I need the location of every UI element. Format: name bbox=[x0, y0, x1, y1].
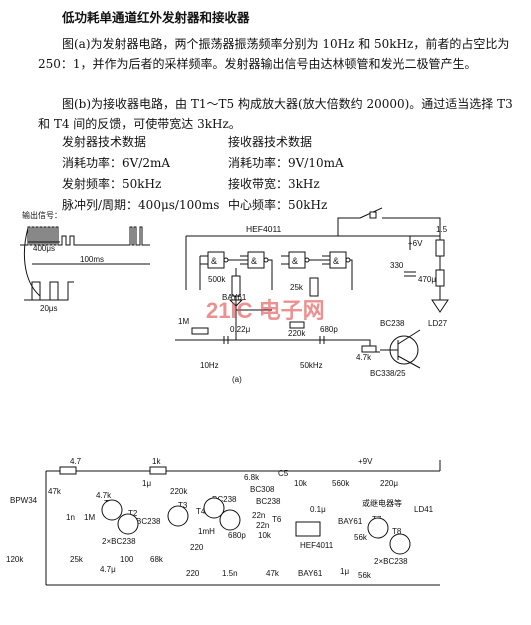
cap-22n: 22n bbox=[252, 511, 265, 520]
transistor-bc238-b: BC238 bbox=[212, 495, 237, 504]
resistor-47k: 4.7k bbox=[356, 353, 372, 362]
transmitter-diagram: 输出信号： 400μs 100ms 20μs 1.5 HEF4011 & & &… bbox=[20, 207, 449, 384]
res-47k-b: 47k bbox=[266, 569, 280, 578]
gate-symbol: & bbox=[211, 256, 217, 266]
gate-symbol: & bbox=[333, 256, 339, 266]
res-56k-a: 56k bbox=[354, 533, 368, 542]
timing-label-20us: 20μs bbox=[40, 304, 58, 313]
transistor-bc238: BC238 bbox=[380, 319, 405, 328]
cap-22n-b: 22n bbox=[256, 521, 269, 530]
transistor-bc338: BC338/25 bbox=[370, 369, 406, 378]
spec-item: 脉冲列/周期：400μs/100ms bbox=[62, 198, 220, 212]
ic-label-hef4011-a: HEF4011 bbox=[246, 224, 282, 234]
watermark: 21IC 电子网 bbox=[206, 298, 325, 323]
transmitter-specs: 发射器技术数据 消耗功率：6V/2mA 发射频率：50kHz 脉冲列/周期：40… bbox=[62, 132, 219, 216]
timing-label-400us: 400μs bbox=[33, 244, 55, 253]
timing-label-100ms: 100ms bbox=[80, 255, 104, 264]
res-4.7: 4.7 bbox=[70, 457, 82, 466]
supply-6v-label: 1.5 bbox=[436, 225, 448, 234]
spec-item: 接收带宽：3kHz bbox=[228, 177, 320, 191]
timing-waveform: 输出信号： 400μs 100ms 20μs bbox=[20, 210, 150, 313]
diode-bay61-b: BAY61 bbox=[338, 517, 363, 526]
res-120k: 120k bbox=[6, 555, 24, 564]
label-t6: T6 bbox=[272, 515, 282, 524]
receiver-specs: 接收器技术数据 消耗功率：9V/10mA 接收带宽：3kHz 中心频率：50kH… bbox=[228, 132, 344, 216]
inductor-1mh: 1mH bbox=[198, 527, 215, 536]
transistor-bc308: BC308 bbox=[250, 485, 275, 494]
resistor-25k: 25k bbox=[290, 283, 304, 292]
freq-label-10hz: 10Hz bbox=[200, 361, 219, 370]
capacitor-470u: 330 bbox=[390, 261, 404, 270]
ic-hef4011-b: HEF4011 bbox=[300, 541, 334, 550]
cap-1.5n: 1.5n bbox=[222, 569, 238, 578]
led-ld27: LD27 bbox=[428, 319, 448, 328]
label-t4: T4 bbox=[196, 507, 206, 516]
res-56k-b: 56k bbox=[358, 571, 372, 580]
transistor-2xbc238-b: 2×BC238 bbox=[374, 557, 408, 566]
diode-bay61-c: BAY61 bbox=[298, 569, 323, 578]
res-10k-b: 10k bbox=[258, 531, 272, 540]
gate-symbol: & bbox=[251, 256, 257, 266]
paragraph-transmitter: 图(a)为发射器电路，两个振荡器振荡频率分别为 10Hz 和 50kHz，前者的… bbox=[38, 37, 510, 71]
label-t2: T2 bbox=[128, 509, 138, 518]
label-t3: T3 bbox=[178, 501, 188, 510]
res-1m: 1M bbox=[84, 513, 95, 522]
cap-1n: 1n bbox=[66, 513, 75, 522]
resistor-500k: 500k bbox=[208, 275, 226, 284]
label-t8: T8 bbox=[392, 527, 402, 536]
cap-220u: 220μ bbox=[380, 479, 398, 488]
spec-item: 消耗功率：6V/2mA bbox=[62, 156, 171, 170]
diode-bay61-a: BAY61 bbox=[222, 293, 247, 302]
res-1k: 1k bbox=[152, 457, 161, 466]
cap-680p: 680p bbox=[228, 531, 246, 540]
paragraph-receiver: 图(b)为接收器电路，由 T1～T5 构成放大器(放大倍数约 20000)。通过… bbox=[38, 97, 513, 131]
spec-item: 消耗功率：9V/10mA bbox=[228, 156, 344, 170]
res-10k: 10k bbox=[294, 479, 308, 488]
resistor-220k: 220k bbox=[288, 329, 306, 338]
relay-label: 或继电器等 bbox=[362, 498, 402, 508]
spec-item: 发射频率：50kHz bbox=[62, 177, 162, 191]
capacitor-680p: 680p bbox=[320, 325, 338, 334]
res-68k: 68k bbox=[150, 555, 164, 564]
cap-0.1u: 0.1μ bbox=[310, 505, 326, 514]
res-4.7k: 4.7k bbox=[96, 491, 112, 500]
receiver-specs-heading: 接收器技术数据 bbox=[228, 135, 313, 149]
transistor-bc238-d: BC238 bbox=[256, 497, 281, 506]
caption-a: (a) bbox=[232, 375, 242, 384]
resistor-1m: 1M bbox=[178, 317, 189, 326]
pot-25k: 25k bbox=[70, 555, 84, 564]
transistor-bc238-c: BC238 bbox=[136, 517, 161, 526]
resistor-330: +6V bbox=[408, 239, 423, 248]
output-signal-label: 输出信号： bbox=[22, 210, 62, 220]
resistor-15: 470μ bbox=[418, 275, 436, 284]
gate-symbol: & bbox=[292, 256, 298, 266]
transistor-2xbc238: 2×BC238 bbox=[102, 537, 136, 546]
res-220k: 220k bbox=[170, 487, 188, 496]
supply-9v: +9V bbox=[358, 457, 373, 466]
res-100: 100 bbox=[120, 555, 134, 564]
led-ld41: LD41 bbox=[414, 505, 434, 514]
res-6.8k: 6.8k bbox=[244, 473, 260, 482]
res-220-a: 220 bbox=[190, 543, 204, 552]
spec-item: 中心频率：50kHz bbox=[228, 198, 328, 212]
page-title: 低功耗单通道红外发射器和接收器 bbox=[62, 10, 250, 25]
res-220-b: 220 bbox=[186, 569, 200, 578]
photodiode-bpw34: BPW34 bbox=[10, 496, 38, 505]
cap-c5: C5 bbox=[278, 469, 289, 478]
freq-label-50khz: 50kHz bbox=[300, 361, 323, 370]
receiver-diagram: 4.7 1k 6.8k C5 +9V 1μ 47k 10k 560k BPW34… bbox=[6, 457, 441, 586]
capacitor-022u: 0.22μ bbox=[230, 325, 251, 334]
res-560k: 560k bbox=[332, 479, 350, 488]
res-47k: 47k bbox=[48, 487, 62, 496]
cap-1u-b: 1μ bbox=[340, 567, 349, 576]
transmitter-specs-heading: 发射器技术数据 bbox=[62, 135, 147, 149]
cap-4.7u: 4.7μ bbox=[100, 565, 116, 574]
cap-1u: 1μ bbox=[142, 479, 151, 488]
